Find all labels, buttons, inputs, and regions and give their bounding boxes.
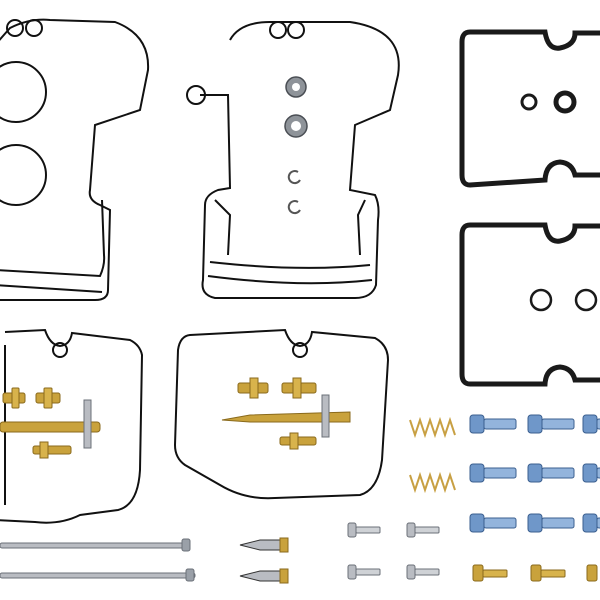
cover-gasket-bottom-right (459, 222, 600, 387)
brass-jets-right (221, 377, 351, 450)
cover-gasket-top-right-holes (520, 90, 577, 114)
cover-gasket-bottom-right-holes (529, 288, 598, 312)
screw-row-3 (469, 513, 600, 533)
brass-screws (472, 564, 598, 582)
washers (284, 76, 308, 215)
needle-valves (239, 537, 289, 584)
carb-body-gasket-right (173, 328, 390, 500)
float-bowl-gasket-right (186, 21, 400, 299)
float-bowl-gasket-left (0, 18, 150, 301)
brass-jets-left (0, 387, 101, 459)
springs (409, 416, 456, 494)
steel-screws (347, 522, 440, 580)
blue-screws (469, 414, 600, 533)
cover-gasket-top-right (459, 29, 600, 188)
screw-row-2 (469, 463, 600, 483)
steel-rods (0, 538, 196, 582)
screw-row-1 (469, 414, 600, 434)
